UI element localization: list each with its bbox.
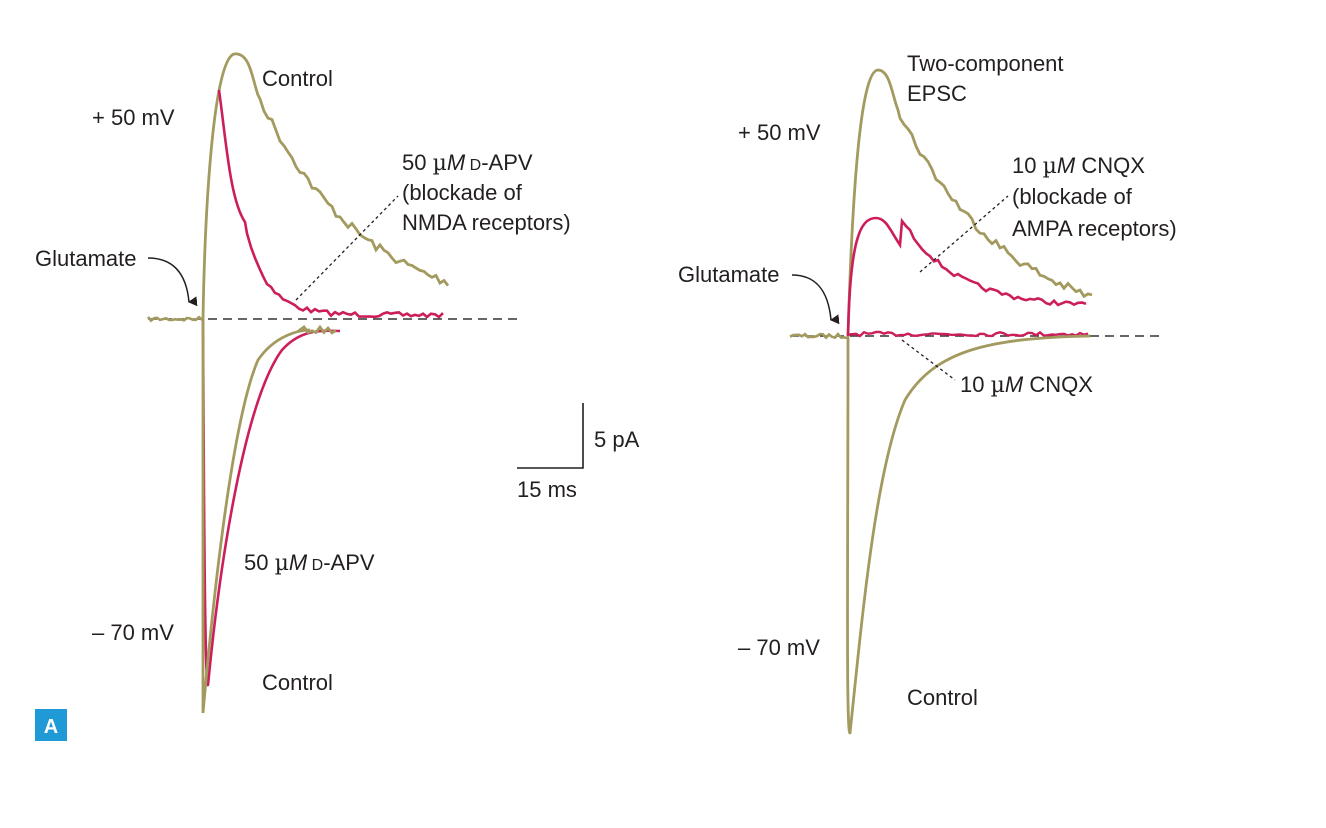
right-cnqx-top-line3: AMPA receptors)	[1012, 216, 1177, 241]
right-cnqx-top-leader	[919, 195, 1009, 273]
left-apv-top-line3: NMDA receptors)	[402, 210, 571, 235]
right-cnqx-pos-trace	[846, 216, 1087, 337]
scale-bar-x-label: 15 ms	[517, 477, 577, 502]
left-apv-top-label: 50 µM D-APV	[402, 150, 533, 176]
left-vneg-label: – 70 mV	[92, 620, 174, 645]
right-cnqx-bottom-label: 10 µM CNQX	[960, 372, 1093, 398]
right-vneg-label: – 70 mV	[738, 635, 820, 660]
left-apv-neg-trace	[201, 318, 341, 687]
panel-tag-background	[35, 709, 67, 741]
right-control-pos-trace	[846, 68, 1093, 337]
left-apv-bottom-label: 50 µM D-APV	[244, 550, 375, 576]
right-prestim-trace	[789, 332, 848, 340]
right-epsc-label-line1: Two-component	[907, 51, 1064, 76]
scale-bar: 5 pA 15 ms	[517, 403, 640, 502]
left-apv-leader	[295, 195, 399, 301]
right-vpos-label: + 50 mV	[738, 120, 821, 145]
left-prestim-trace	[146, 315, 203, 323]
right-cnqx-bottom-leader	[901, 339, 956, 381]
right-control-neg-trace	[846, 334, 1091, 735]
left-panel: + 50 mV – 70 mV Glutamate Control Contro…	[35, 52, 571, 717]
right-cnqx-top-line2: (blockade of	[1012, 184, 1133, 209]
left-apv-top-line2: (blockade of	[402, 180, 523, 205]
left-glutamate-label: Glutamate	[35, 246, 137, 271]
right-glutamate-arrow	[791, 274, 840, 325]
right-control-bottom-label: Control	[907, 685, 978, 710]
left-vpos-label: + 50 mV	[92, 105, 175, 130]
panel-tag-letter: A	[44, 716, 58, 738]
right-cnqx-neg-trace	[847, 330, 1089, 338]
right-panel: + 50 mV – 70 mV Glutamate Two-component …	[678, 51, 1177, 735]
panel-tag: A	[35, 709, 67, 741]
left-control-bottom-label: Control	[262, 670, 333, 695]
right-epsc-label-line2: EPSC	[907, 81, 967, 106]
left-control-neg-trace	[201, 318, 337, 717]
left-glutamate-arrow	[147, 257, 198, 307]
scale-bar-lines	[517, 403, 584, 469]
scale-bar-y-label: 5 pA	[594, 427, 640, 452]
right-cnqx-top-label: 10 µM CNQX	[1012, 153, 1145, 179]
right-glutamate-label: Glutamate	[678, 262, 780, 287]
left-control-top-label: Control	[262, 66, 333, 91]
left-apv-pos-trace	[217, 89, 444, 319]
